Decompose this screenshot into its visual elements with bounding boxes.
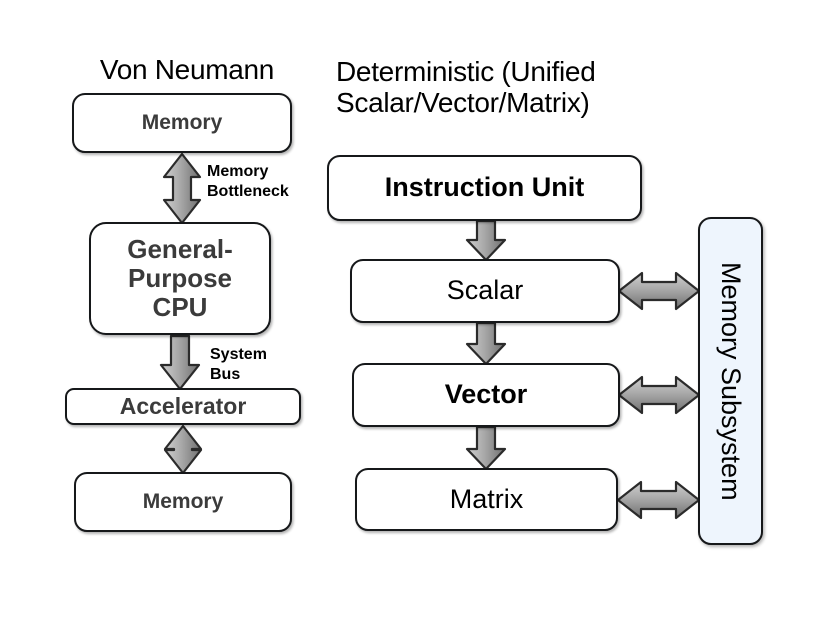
arrow-scalar-to-vector <box>465 321 507 366</box>
panel-memory-subsystem-label: Memory Subsystem <box>716 261 746 501</box>
box-instruction-unit[interactable]: Instruction Unit <box>327 155 642 221</box>
box-memory-top[interactable]: Memory <box>72 93 292 153</box>
arrow-accelerator-to-memory <box>163 424 203 475</box>
arrow-vector-to-matrix <box>465 425 507 471</box>
box-matrix[interactable]: Matrix <box>355 468 618 531</box>
box-general-purpose-cpu-label: General- Purpose CPU <box>127 233 233 323</box>
arrow-instruction-unit-to-scalar <box>465 219 507 262</box>
arrow-memory-to-cpu <box>162 152 202 225</box>
box-memory-top-label: Memory <box>141 111 223 135</box>
arrow-vector-to-memory-subsystem <box>617 375 701 415</box>
von-neumann-heading: Von Neumann <box>99 54 275 85</box>
panel-memory-subsystem[interactable]: Memory Subsystem <box>698 217 763 545</box>
box-memory-bottom[interactable]: Memory <box>74 472 292 532</box>
box-scalar[interactable]: Scalar <box>350 259 620 323</box>
box-memory-bottom-label: Memory <box>142 490 224 514</box>
box-vector[interactable]: Vector <box>352 363 620 427</box>
label-memory-bottleneck: Memory Bottleneck <box>207 163 289 200</box>
arrow-matrix-to-memory-subsystem <box>616 480 701 520</box>
box-general-purpose-cpu[interactable]: General- Purpose CPU <box>89 222 271 335</box>
box-scalar-label: Scalar <box>446 275 524 306</box>
box-vector-label: Vector <box>444 379 528 410</box>
deterministic-heading: Deterministic (Unified Scalar/Vector/Mat… <box>336 56 596 119</box>
arrow-cpu-to-accelerator <box>159 334 201 391</box>
box-instruction-unit-label: Instruction Unit <box>384 172 585 203</box>
box-accelerator-label: Accelerator <box>119 392 247 419</box>
arrow-scalar-to-memory-subsystem <box>617 271 701 311</box>
box-matrix-label: Matrix <box>449 483 524 514</box>
box-accelerator[interactable]: Accelerator <box>65 388 301 425</box>
label-system-bus: System Bus <box>210 346 267 383</box>
